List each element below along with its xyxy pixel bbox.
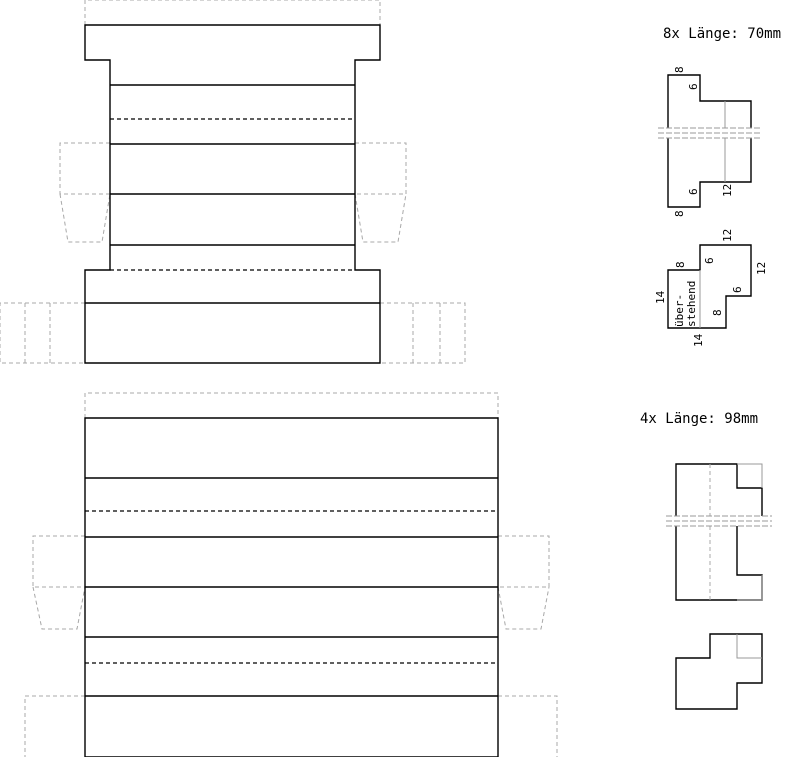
bottom-template-ghost-base-strip [24, 695, 558, 757]
profile-2-dim-bottom-14: 14 [692, 333, 705, 347]
profile-1: 8 6 6 12 8 [658, 66, 762, 217]
profile-2-dim-right-12: 12 [755, 262, 768, 275]
bottom-template-ghost-right-taper [497, 586, 550, 630]
profile-2: 12 8 6 12 6 8 14 14 über- stehend [654, 229, 768, 347]
profile-2-dim-left-14: 14 [654, 290, 667, 304]
profile-1-dim-bottom-8: 8 [673, 210, 686, 217]
profile-2-overhang-label-2: stehend [685, 281, 698, 327]
profile-1-dim-top-8: 8 [673, 66, 686, 73]
part-group-1-heading: 8x Länge: 70mm [663, 26, 781, 42]
bottom-template-outline [84, 417, 499, 757]
bottom-template-ghost-right-flap [498, 535, 550, 588]
profile-2-outline [667, 244, 752, 329]
top-template-ghost-left-taper [59, 193, 111, 243]
profile-2-dim-lower-6: 6 [731, 286, 744, 293]
top-template-ghost-cap [84, 0, 381, 25]
bottom-template-ghost-left-flap [32, 535, 85, 588]
profile-3-upper-outline [675, 463, 763, 516]
bottom-template-ghost-cap [84, 392, 499, 418]
profile-1-dim-top-6: 6 [687, 83, 700, 90]
profile-4 [675, 633, 763, 710]
top-template-outline [84, 24, 381, 364]
profile-1-dim-12: 12 [721, 184, 734, 197]
top-template-ghost-left-strip-dividers [24, 303, 51, 363]
top-template [0, 0, 466, 364]
top-template-ghost-right-strip [380, 302, 466, 364]
profile-4-inner-corner [736, 634, 762, 659]
profile-2-dim-top-12: 12 [721, 229, 734, 242]
profile-2-overhang-label-1: über- [673, 294, 686, 327]
part-group-1: 8x Länge: 70mm 8 6 6 12 8 12 8 6 12 6 8 … [654, 26, 781, 347]
bottom-template [24, 392, 558, 757]
bottom-template-ghost-left-taper [32, 586, 86, 630]
profile-4-outline [675, 633, 763, 710]
top-template-ghost-right-strip-dividers [412, 303, 441, 363]
profile-1-dim-bottom-6: 6 [687, 188, 700, 195]
profile-2-dim-8: 8 [674, 261, 687, 268]
part-group-2-heading: 4x Länge: 98mm [640, 411, 758, 427]
profile-3-lower-outline [675, 526, 763, 601]
profile-3-break-lines [666, 515, 772, 527]
top-template-ghost-right-taper [354, 193, 407, 243]
top-template-ghost-left-flap [59, 142, 110, 195]
profile-3-corner-lower [737, 575, 763, 601]
profile-1-upper-outline [667, 74, 752, 128]
profile-2-dim-lower-8: 8 [711, 309, 724, 316]
top-template-ghost-left-strip [0, 302, 85, 364]
top-template-ghost-right-flap [355, 142, 407, 195]
profile-1-lower-outline [667, 138, 752, 208]
profile-2-dim-6: 6 [703, 257, 716, 264]
profile-3-corner-upper [737, 463, 763, 488]
profile-3 [666, 463, 772, 601]
profile-1-break-lines [658, 127, 762, 139]
part-group-2: 4x Länge: 98mm [640, 411, 772, 710]
